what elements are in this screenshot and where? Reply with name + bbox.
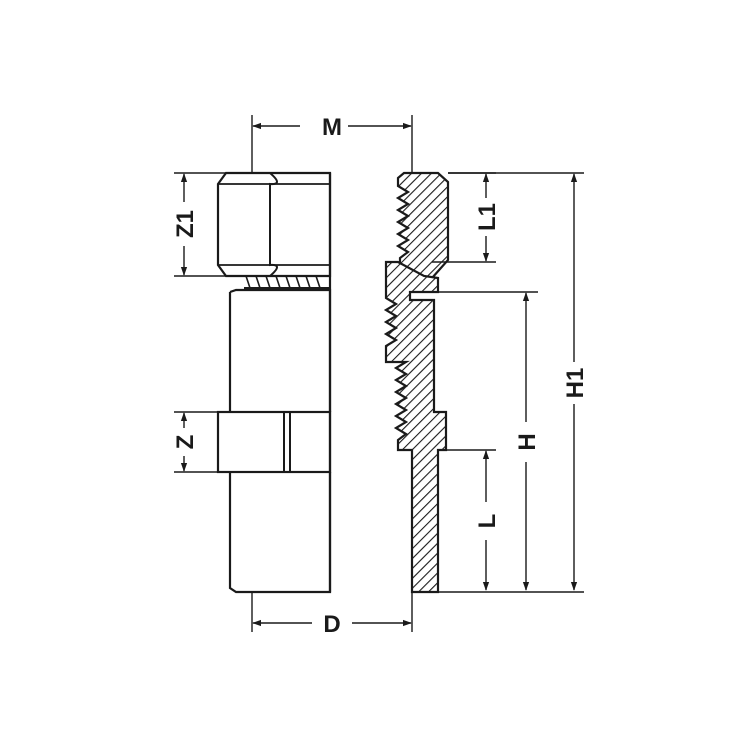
section-view: [383, 171, 450, 594]
body-section: [383, 260, 448, 594]
dimension-h1-label: H1: [562, 368, 589, 399]
nut-thread: [245, 275, 321, 289]
dimension-h-label: H: [514, 433, 541, 450]
dimension-d-label: D: [323, 611, 340, 638]
dimension-l1-label: L1: [474, 203, 501, 231]
dimension-l-label: L: [474, 514, 501, 529]
main-body: [228, 288, 332, 412]
hex-nut: [216, 171, 332, 278]
nut-section: [395, 171, 450, 280]
dimension-m-label: M: [322, 114, 342, 141]
lower-body: [228, 472, 332, 594]
fitting-body: [216, 171, 332, 594]
middle-hex: [216, 410, 332, 474]
dimension-z-label: Z: [172, 435, 199, 450]
dimension-z1-label: Z1: [172, 210, 199, 238]
hex-nut-edge: [269, 172, 278, 277]
